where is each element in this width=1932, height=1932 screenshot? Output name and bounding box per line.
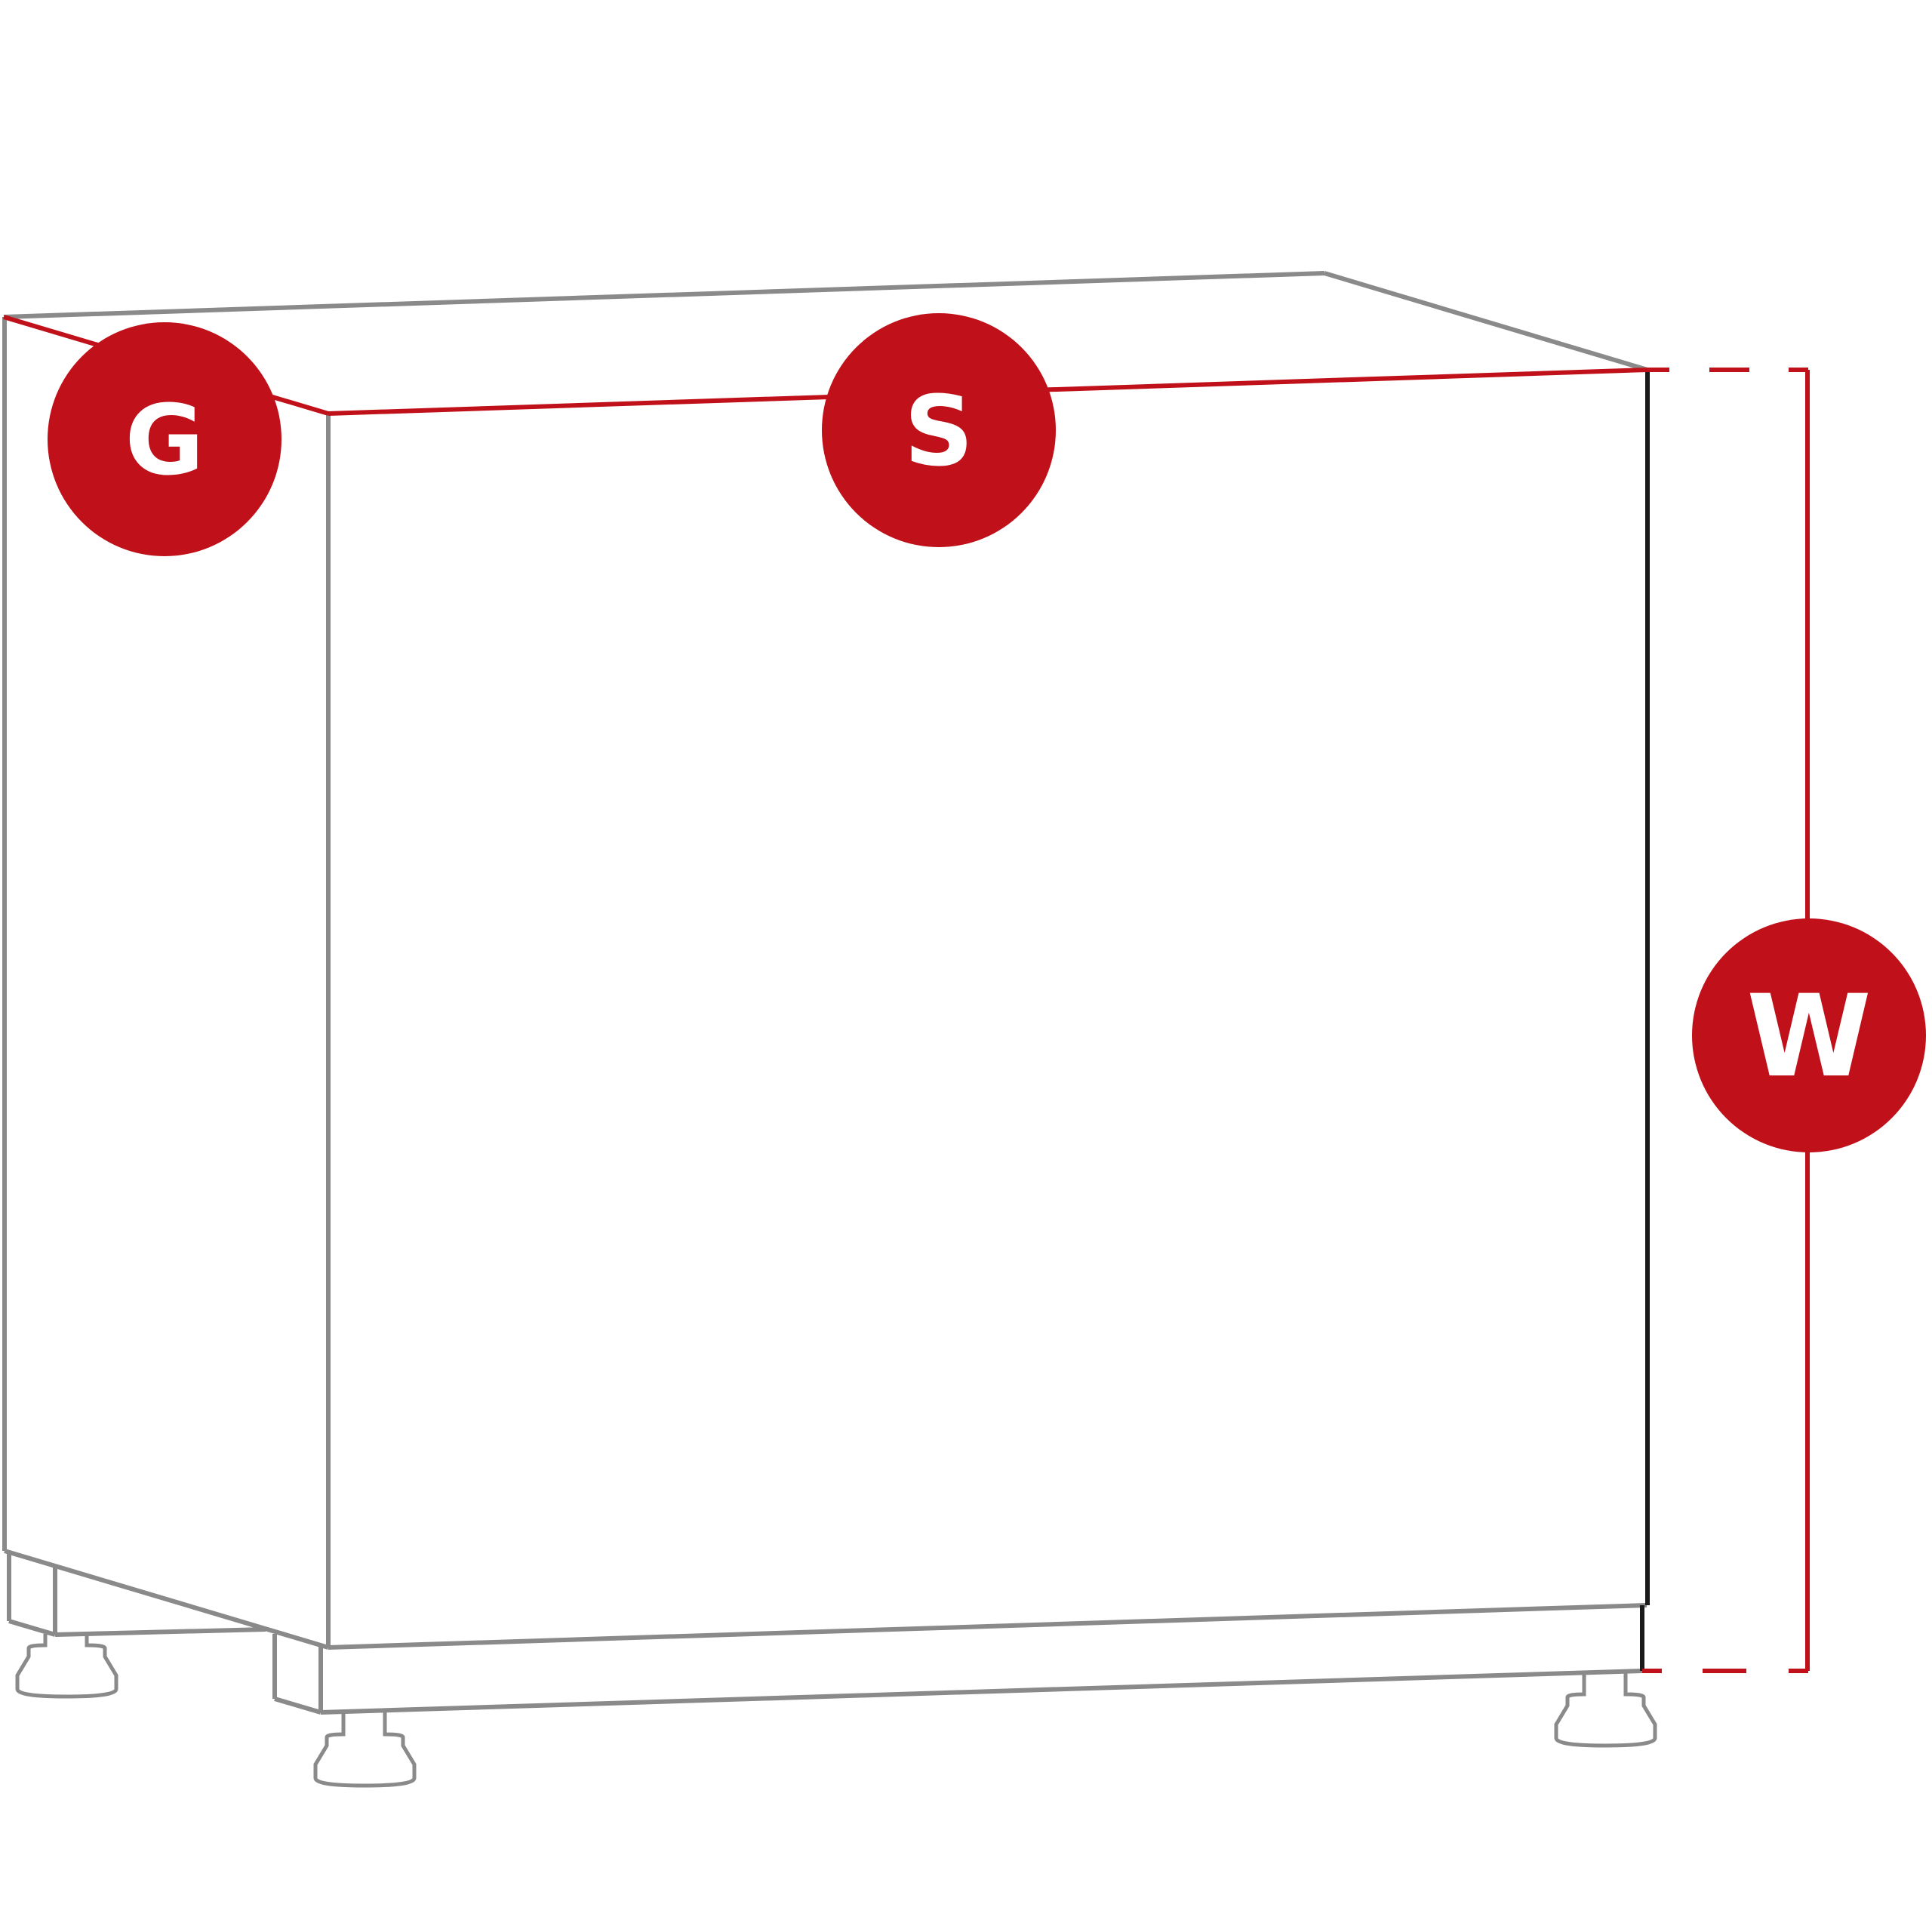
height-badge-label: W — [1746, 971, 1871, 1103]
foot-front-right — [1554, 1672, 1657, 1748]
width-badge: S — [822, 313, 1056, 547]
foot-front-left — [313, 1712, 417, 1788]
plinth-front-side-edge — [274, 1697, 321, 1715]
depth-badge-label: G — [125, 385, 204, 497]
top-back-edge — [3, 271, 1325, 319]
cabinet-feet — [15, 1634, 1657, 1788]
depth-badge: G — [48, 322, 281, 556]
cabinet-body — [2, 271, 1648, 1650]
bottom-side-edge — [4, 1549, 329, 1650]
bottom-front-edge — [328, 1603, 1647, 1650]
height-badge: W — [1692, 918, 1926, 1152]
width-badge-label: S — [904, 376, 974, 488]
cabinet-front-right-edge — [1640, 370, 1650, 1671]
plinth-front-bottom-edge — [320, 1669, 1643, 1715]
foot-back-left — [15, 1634, 118, 1699]
top-right-side-edge — [1324, 271, 1648, 372]
plinth-left-side-edge — [8, 1619, 56, 1637]
cabinet-plinth — [7, 1553, 1643, 1715]
plinth-left-recess-edge — [54, 1627, 266, 1637]
